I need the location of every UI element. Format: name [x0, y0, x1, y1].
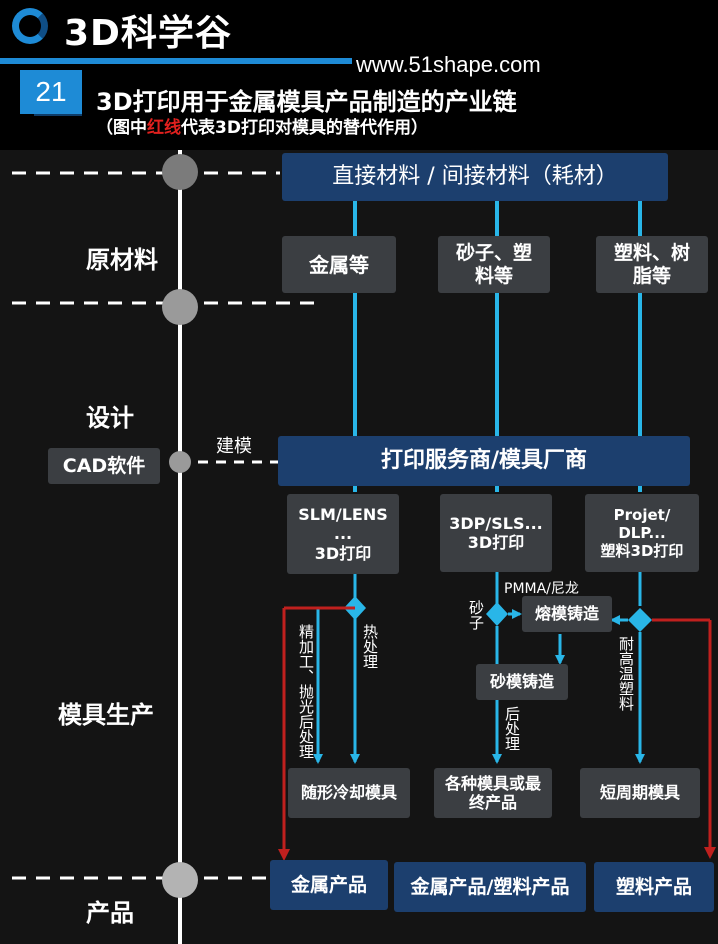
node-product-plastic: 塑料产品: [594, 862, 714, 912]
node-plastic-resin: 塑料、树脂等: [596, 236, 708, 293]
node-3dp-sls: 3DP/SLS... 3D打印: [440, 494, 552, 572]
subtitle-prefix: （图中: [96, 118, 147, 138]
website-url: www.51shape.com: [356, 52, 541, 77]
header-accent-bar: [0, 58, 352, 64]
label-modeling: 建模: [216, 436, 252, 457]
node-various-molds: 各种模具或最终产品: [434, 768, 552, 818]
page-subtitle: （图中红线代表3D打印对模具的替代作用）: [96, 113, 428, 138]
node-short-cycle-mold: 短周期模具: [580, 768, 700, 818]
node-investment-casting: 熔模铸造: [522, 596, 612, 632]
node-metal: 金属等: [282, 236, 396, 293]
label-pmma-nylon: PMMA/尼龙: [504, 581, 579, 597]
logo-icon: [12, 8, 48, 44]
node-sand-plastic: 砂子、塑料等: [438, 236, 550, 293]
node-slm-lens: SLM/LENS ... 3D打印: [287, 494, 399, 574]
timeline-node-4: [162, 862, 198, 898]
node-sand-casting: 砂模铸造: [476, 664, 568, 700]
timeline-node-2: [162, 289, 198, 325]
page-title: 3D打印用于金属模具产品制造的产业链: [96, 88, 517, 116]
timeline-node-3: [169, 451, 191, 473]
slide-number: 21: [20, 70, 82, 114]
stage-design: 设计: [86, 404, 134, 432]
node-product-metal: 金属产品: [270, 860, 388, 910]
node-projet-dlp: Projet/ DLP... 塑料3D打印: [585, 494, 699, 572]
label-post-processing: 后处理: [503, 706, 521, 751]
subtitle-red-text: 红线: [147, 118, 181, 138]
header-background: [0, 0, 718, 150]
diamond-middle: [486, 602, 508, 626]
label-heat-treatment: 热处理: [361, 624, 379, 669]
stage-raw-materials: 原材料: [86, 246, 158, 274]
brand-name: 3D科学谷: [64, 13, 232, 54]
label-sand: 砂子: [467, 600, 485, 630]
subtitle-suffix: 代表3D打印对模具的替代作用）: [181, 118, 428, 138]
diamond-right: [628, 608, 652, 632]
node-product-metal-plastic: 金属产品/塑料产品: [394, 862, 586, 912]
label-high-temp-plastic: 耐高温塑料: [617, 636, 635, 711]
stage-mold-production: 模具生产: [58, 701, 154, 729]
node-materials: 直接材料 / 间接材料（耗材）: [282, 153, 668, 201]
node-conformal-cooling-mold: 随形冷却模具: [288, 768, 410, 818]
label-finishing: 精加工、抛光后处理: [297, 624, 315, 759]
node-print-service: 打印服务商/模具厂商: [278, 436, 690, 486]
timeline-node-1: [162, 154, 198, 190]
stage-product: 产品: [86, 899, 134, 927]
node-cad-software: CAD软件: [48, 448, 160, 484]
